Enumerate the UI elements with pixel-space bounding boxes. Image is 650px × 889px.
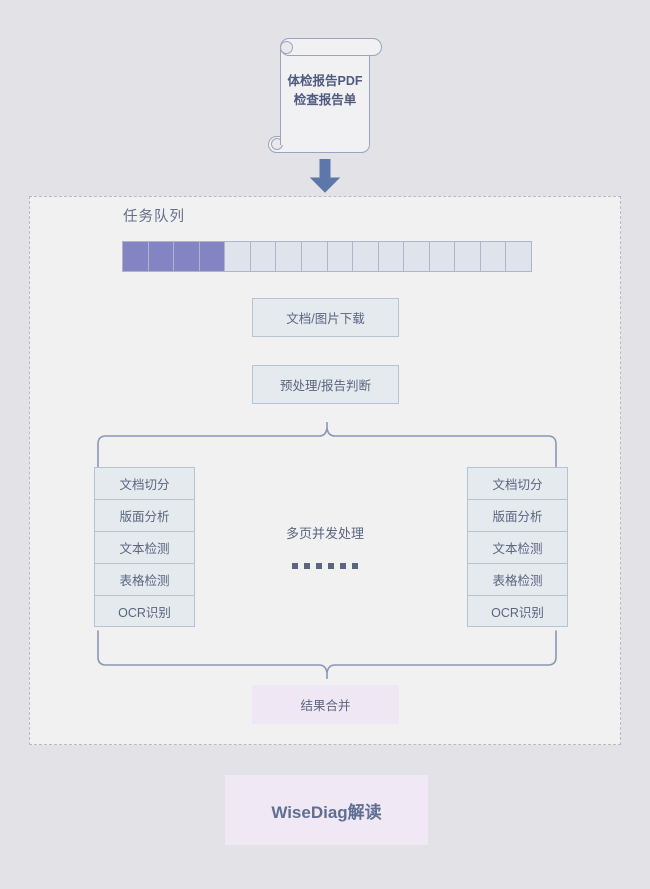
worker-step-layout-analysis: 版面分析: [94, 499, 195, 531]
output-box-wisediag: WiseDiag解读: [225, 775, 428, 845]
queue-cell-empty: [225, 242, 251, 271]
queue-cell-filled: [174, 242, 200, 271]
worker-step-layout-analysis: 版面分析: [467, 499, 568, 531]
ellipsis-dot: [328, 563, 334, 569]
task-queue-bar: [122, 241, 532, 272]
arrow-down-icon: [309, 159, 341, 193]
worker-step-table-detection: 表格检测: [94, 563, 195, 595]
queue-cell-empty: [301, 242, 328, 271]
queue-cell-empty: [276, 242, 302, 271]
scroll-body: [280, 46, 370, 145]
worker-stack-right: 文档切分 版面分析 文本检测 表格检测 OCR识别: [467, 467, 568, 627]
queue-cell-filled: [148, 242, 175, 271]
pipeline-container: 任务队列 文档/图片下载 预处理/报告判断 文档切分 版面分析 文本检测 表格检…: [29, 196, 621, 745]
source-document-line2: 检查报告单: [293, 93, 357, 107]
parallel-processing-label: 多页并发处理: [285, 526, 364, 541]
worker-step-doc-split: 文档切分: [94, 467, 195, 499]
fanout-brace-connector: [97, 422, 557, 471]
queue-cell-empty: [378, 242, 405, 271]
worker-step-text-detection: 文本检测: [467, 531, 568, 563]
scroll-top-curl-icon: [280, 41, 293, 54]
worker-step-text-detection: 文本检测: [94, 531, 195, 563]
ellipsis-dot: [292, 563, 298, 569]
stage-box-merge: 结果合并: [252, 685, 399, 724]
worker-step-doc-split: 文档切分: [467, 467, 568, 499]
stage-box-download: 文档/图片下载: [252, 298, 399, 337]
queue-cell-filled: [123, 242, 149, 271]
ellipsis-dot: [340, 563, 346, 569]
parallel-ellipsis-icon: [30, 563, 620, 569]
queue-title: 任务队列: [123, 209, 185, 225]
queue-cell-empty: [506, 242, 531, 271]
worker-step-table-detection: 表格检测: [467, 563, 568, 595]
source-document-line1: 体检报告PDF: [287, 74, 363, 88]
queue-cell-filled: [199, 242, 226, 271]
queue-cell-empty: [429, 242, 456, 271]
fanin-brace-connector: [97, 630, 557, 679]
queue-cell-empty: [480, 242, 507, 271]
stage-box-preprocess: 预处理/报告判断: [252, 365, 399, 404]
scroll-top-roll: [280, 38, 382, 56]
queue-cell-empty: [404, 242, 430, 271]
ellipsis-dot: [316, 563, 322, 569]
worker-stack-left: 文档切分 版面分析 文本检测 表格检测 OCR识别: [94, 467, 195, 627]
source-document-scroll: 体检报告PDF 检查报告单: [268, 38, 382, 153]
source-document-label: 体检报告PDF 检查报告单: [280, 72, 370, 110]
ellipsis-dot: [352, 563, 358, 569]
queue-cell-empty: [250, 242, 277, 271]
queue-cell-empty: [327, 242, 354, 271]
worker-step-ocr: OCR识别: [94, 595, 195, 627]
worker-step-ocr: OCR识别: [467, 595, 568, 627]
queue-cell-empty: [353, 242, 379, 271]
queue-cell-empty: [455, 242, 481, 271]
ellipsis-dot: [304, 563, 310, 569]
